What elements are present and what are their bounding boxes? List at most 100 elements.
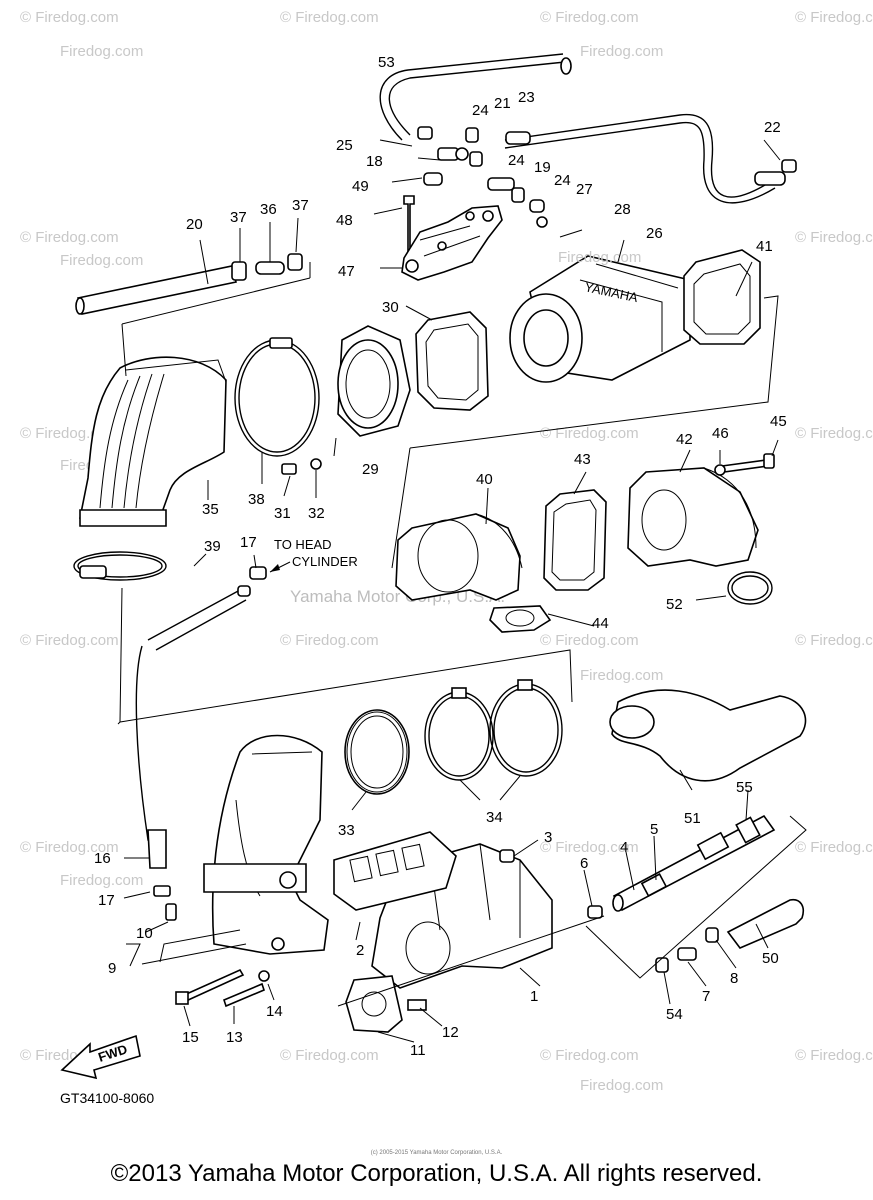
watermark-tile: © Firedog.com xyxy=(795,839,873,856)
callout-22: 22 xyxy=(764,119,781,136)
pipe-4-5-55 xyxy=(612,814,776,912)
callout-24b: 24 xyxy=(508,152,525,169)
muffler-26: YAMAHA Firedog.com xyxy=(509,249,691,383)
bolts-13-15-14 xyxy=(175,968,270,1008)
callout-1: 1 xyxy=(530,988,538,1005)
callout-37b: 37 xyxy=(292,197,309,214)
callout-43: 43 xyxy=(574,451,591,468)
to-head-note: TO HEAD CYLINDER xyxy=(269,537,358,573)
watermark-site: Firedog.com xyxy=(60,252,143,269)
callout-51: 51 xyxy=(684,810,701,827)
gasket-2 xyxy=(333,831,457,911)
watermark-tile: © Firedog.com xyxy=(280,632,379,649)
watermark-tile: © Firedog.com xyxy=(795,229,873,246)
watermark-tile: © Firedog.com xyxy=(540,632,639,649)
clamp-39 xyxy=(73,551,167,581)
callout-23: 23 xyxy=(518,89,535,106)
callout-7: 7 xyxy=(702,988,710,1005)
watermark-site: Firedog.com xyxy=(60,872,143,889)
elbow-9 xyxy=(203,734,329,955)
watermark-tile: © Firedog.com xyxy=(540,1047,639,1064)
callout-40: 40 xyxy=(476,471,493,488)
gasket-30 xyxy=(415,311,489,411)
watermark-layer: © Firedog.com © Firedog.com © Firedog.co… xyxy=(20,9,873,1094)
callout-41: 41 xyxy=(756,238,773,255)
callout-34: 34 xyxy=(486,809,503,826)
callout-32: 32 xyxy=(308,505,325,522)
footer-copyright: ©2013 Yamaha Motor Corporation, U.S.A. A… xyxy=(110,1160,763,1187)
callout-27: 27 xyxy=(576,181,593,198)
watermark-site: Firedog.com xyxy=(580,667,663,684)
watermark-tile: © Firedog.com xyxy=(795,632,873,649)
callout-11: 11 xyxy=(410,1042,426,1059)
callout-5: 5 xyxy=(650,821,658,838)
callout-17b: 17 xyxy=(98,892,115,909)
callout-45: 45 xyxy=(770,413,787,430)
elbow-42 xyxy=(627,467,759,567)
watermark-tile: © Firedog.com xyxy=(795,9,873,26)
clamp-52 xyxy=(727,571,773,605)
watermark-tile: © Firedog.com xyxy=(280,9,379,26)
callout-55: 55 xyxy=(736,779,753,796)
watermark-tile: © Firedog.com xyxy=(20,229,119,246)
callout-14: 14 xyxy=(266,1003,283,1020)
watermark-site: Firedog.com xyxy=(60,43,143,60)
bolt-45-washer-46 xyxy=(714,453,775,476)
hose-16 xyxy=(135,585,251,869)
callout-37: 37 xyxy=(230,209,247,226)
callout-6: 6 xyxy=(580,855,588,872)
fwd-arrow-icon: FWD xyxy=(60,1034,141,1080)
callout-9: 9 xyxy=(108,960,116,977)
callout-8: 8 xyxy=(730,970,738,987)
hose-51 xyxy=(609,689,807,782)
callout-20: 20 xyxy=(186,216,203,233)
bracket-47 xyxy=(401,205,503,281)
callout-33: 33 xyxy=(338,822,355,839)
joint-40 xyxy=(395,513,523,601)
callout-35: 35 xyxy=(202,501,219,518)
callout-38: 38 xyxy=(248,491,265,508)
hose-50 xyxy=(726,898,805,949)
watermark-tile: © Firedog.com xyxy=(20,9,119,26)
plate-11 xyxy=(345,975,427,1033)
gasket-41 xyxy=(683,249,761,345)
callout-42: 42 xyxy=(676,431,693,448)
watermark-site: Firedog.com xyxy=(580,43,663,60)
bolt-31-washer-32 xyxy=(281,458,322,475)
callout-28: 28 xyxy=(614,201,631,218)
callout-12: 12 xyxy=(442,1024,459,1041)
callout-31: 31 xyxy=(274,505,291,522)
watermark-tile: © Firedog.com xyxy=(540,425,639,442)
clamp-38 xyxy=(234,337,320,457)
watermark-tile: © Firedog.com xyxy=(795,425,873,442)
callout-26: 26 xyxy=(646,225,663,242)
callout-54: 54 xyxy=(666,1006,683,1023)
part-code: GT34100-8060 xyxy=(60,1090,155,1106)
callout-48: 48 xyxy=(336,212,353,229)
callout-52: 52 xyxy=(666,596,683,613)
small-parts-17-10 xyxy=(153,566,267,921)
callout-2: 2 xyxy=(356,942,364,959)
adapter-29 xyxy=(337,325,411,437)
callout-19: 19 xyxy=(534,159,551,176)
note-cylinder: CYLINDER xyxy=(292,554,358,569)
watermark-tile: © Firedog.com xyxy=(280,1047,379,1064)
watermark-site: Firedog.com xyxy=(558,249,641,266)
callout-3: 3 xyxy=(544,829,552,846)
watermark-tile: © Firedog.com xyxy=(20,632,119,649)
elbow-35 xyxy=(79,356,227,527)
callout-47: 47 xyxy=(338,263,355,280)
callout-44: 44 xyxy=(592,615,609,632)
callout-15: 15 xyxy=(182,1029,199,1046)
leader-lines xyxy=(117,139,807,1043)
watermark-site: Firedog.com xyxy=(580,1077,663,1094)
watermark-tile: © Firedog.com xyxy=(540,839,639,856)
callout-29: 29 xyxy=(362,461,379,478)
callout-21: 21 xyxy=(494,95,511,112)
callout-4: 4 xyxy=(620,839,628,856)
callout-46: 46 xyxy=(712,425,729,442)
callout-10: 10 xyxy=(136,925,153,942)
hose-22 xyxy=(504,113,776,204)
callout-49: 49 xyxy=(352,178,369,195)
